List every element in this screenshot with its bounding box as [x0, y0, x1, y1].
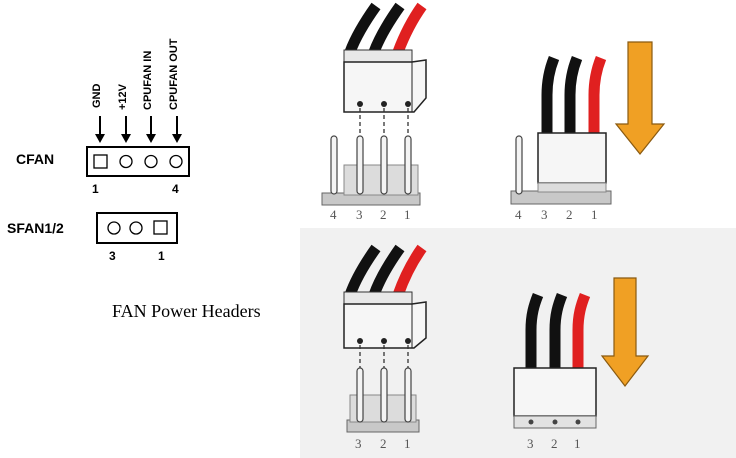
bottom-left-pin-number: 3 — [355, 436, 362, 451]
signal-arrows — [95, 116, 182, 143]
top-left-pin-number: 2 — [380, 207, 387, 222]
top-right-pin-number: 2 — [566, 207, 573, 222]
top-right-pin-number: 4 — [515, 207, 522, 222]
top-left-pin-number: 1 — [404, 207, 411, 222]
cfan-pin — [169, 154, 183, 169]
cfan-pin — [119, 154, 133, 169]
top-right-pin-number: 3 — [541, 207, 548, 222]
top-left-connector — [343, 2, 427, 138]
bottom-right-pin-number: 1 — [574, 436, 581, 451]
top-orange-arrow — [614, 41, 666, 155]
bottom-left-pin-number: 2 — [380, 436, 387, 451]
bottom-left-pin-number: 1 — [404, 436, 411, 451]
sfan-pin-square — [153, 220, 168, 235]
bottom-right-connector — [513, 292, 597, 429]
cfan-pin-right-number: 4 — [172, 182, 179, 196]
top-right-pin-number: 1 — [591, 207, 598, 222]
sfan-pin — [107, 221, 121, 235]
bottom-left-header — [346, 367, 420, 433]
sfan-pin — [129, 221, 143, 235]
sfan-pin-left-number: 3 — [109, 249, 116, 263]
cfan-label: CFAN — [16, 151, 55, 167]
bottom-orange-arrow — [600, 277, 650, 387]
top-left-pin-number: 3 — [356, 207, 363, 222]
diagram-caption: FAN Power Headers — [112, 301, 261, 321]
cfan-pin — [144, 154, 158, 169]
bottom-left-connector — [343, 244, 427, 368]
sfan-label: SFAN1/2 — [7, 220, 64, 236]
cfan-pin-square — [93, 154, 108, 169]
top-left-header — [321, 135, 421, 206]
cfan-pin-left-number: 1 — [92, 182, 99, 196]
top-left-pin-number: 4 — [330, 207, 337, 222]
top-right-connector — [510, 55, 612, 205]
sfan-pin-right-number: 1 — [158, 249, 165, 263]
pinout-diagram — [86, 116, 190, 244]
bottom-right-pin-number: 2 — [551, 436, 558, 451]
bottom-right-pin-number: 3 — [527, 436, 534, 451]
